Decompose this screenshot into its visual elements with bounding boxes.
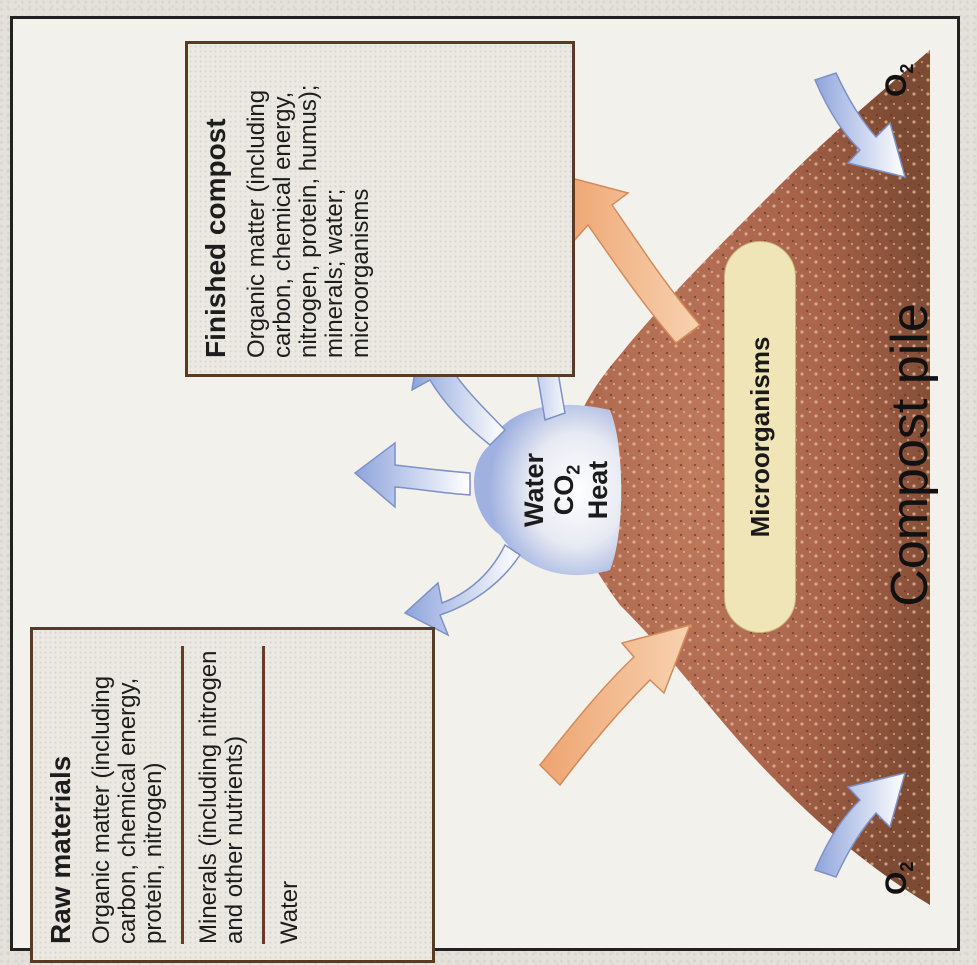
raw-materials-title: Raw materials: [45, 646, 77, 944]
raw-minerals-text: Minerals (including nitrogen and other n…: [196, 646, 248, 944]
finished-compost-box: Finished compost Organic matter (includi…: [185, 41, 575, 377]
output-arrow: [560, 175, 700, 343]
raw-materials-box: Raw materials Organic matter (including …: [30, 627, 435, 963]
divider: [262, 646, 265, 944]
o2-label-right: O2: [880, 64, 918, 97]
water-label: Water: [520, 425, 550, 555]
heat-label: Heat: [584, 425, 614, 555]
gas-arrow-left: [405, 545, 520, 635]
divider: [181, 646, 184, 944]
finished-compost-title: Finished compost: [200, 60, 232, 358]
steam-labels: Water CO2 Heat: [520, 425, 614, 555]
finished-compost-text: Organic matter (including carbon, chemic…: [244, 60, 374, 358]
raw-water-text: Water: [277, 646, 303, 944]
gas-arrow-up: [355, 443, 470, 507]
compost-pile-label: Compost pile: [880, 245, 940, 665]
raw-organic-text: Organic matter (including carbon, chemic…: [89, 646, 167, 944]
input-arrow: [540, 625, 690, 785]
microorganisms-label: Microorganisms: [724, 241, 796, 633]
co2-label: CO2: [550, 425, 584, 555]
o2-label-left: O2: [880, 862, 918, 895]
